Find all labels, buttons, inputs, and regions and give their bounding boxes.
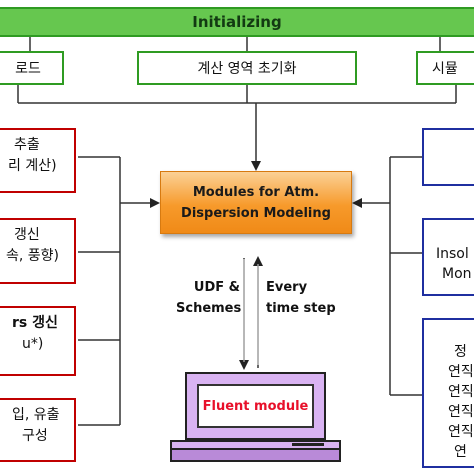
left-box-1: 추출 리 계산) [0,128,76,193]
udf-line1: UDF & [193,280,240,295]
right-box-1 [422,128,474,186]
disk-slot-icon [292,443,324,446]
right-box-3-line2: 연직 [448,364,474,380]
left-box-3: rs 갱신 u*) [0,306,76,376]
header-title: Initializing [192,13,282,31]
left-box-4-line2: 구성 [22,428,48,444]
right-box-2-line2: Mon [442,266,472,282]
simulation-label: 시뮬 [432,61,458,77]
left-box-3-line2: u*) [22,336,44,352]
left-box-1-line1: 추출 [14,137,40,153]
simulation-box: 시뮬 [416,51,474,85]
udf-line2: Schemes [176,301,242,316]
domain-init-label: 계산 영역 초기화 [197,61,297,77]
right-box-3-line4: 연직 [448,404,474,420]
module-line1: Modules for Atm. [192,184,320,200]
left-box-4-line1: 입, 유출 [12,407,60,423]
domain-init-box: 계산 영역 초기화 [137,51,357,85]
computer-base-bottom [170,450,341,462]
load-box: 로드 [0,51,64,85]
monitor-screen: Fluent module [197,384,314,428]
load-label: 로드 [15,61,41,77]
right-box-3: 정 연직 연직 연직 연직 연 [422,318,474,468]
left-box-2-line1: 갱신 [14,227,40,243]
right-box-3-line5: 연직 [448,424,474,440]
udf-schemes-label: UDF & Schemes [176,277,242,319]
left-box-1-line2: 리 계산) [8,158,57,174]
module-line2: Dispersion Modeling [181,205,331,221]
fluent-module-label: Fluent module [202,398,309,414]
left-box-2: 갱신 속, 풍향) [0,218,76,284]
every-line2: time step [266,301,336,316]
every-line1: Every [266,280,308,295]
right-box-2: Insol Mon [422,218,474,296]
right-box-3-line3: 연직 [448,384,474,400]
left-box-2-line2: 속, 풍향) [6,248,60,264]
right-box-3-line1: 정 [454,344,467,360]
computer-base-top [170,440,341,450]
left-box-3-line1: rs 갱신 [12,315,58,331]
atm-dispersion-module: Modules for Atm. Dispersion Modeling [160,171,352,234]
initializing-header: Initializing [0,7,474,37]
every-time-step-label: Every time step [266,277,346,319]
right-box-2-line1: Insol [436,246,469,262]
right-box-3-line6: 연 [454,444,467,460]
left-box-4: 입, 유출 구성 [0,398,76,462]
